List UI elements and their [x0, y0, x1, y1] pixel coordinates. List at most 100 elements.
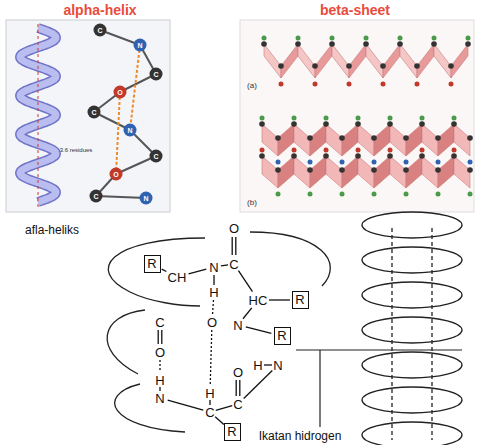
- sheet-segment: [422, 124, 438, 156]
- substituent-box: R: [224, 423, 241, 441]
- backbone-atom: [451, 153, 457, 159]
- backbone-atom: [435, 167, 441, 173]
- ball-stick-model: [88, 24, 163, 205]
- backbone-atom: [435, 135, 441, 141]
- side-atom: [364, 36, 369, 41]
- helix-axis: [38, 24, 39, 208]
- panel-title: alpha-helix: [63, 3, 136, 17]
- backbone-atom: [451, 121, 457, 127]
- backbone-atom: [414, 63, 420, 69]
- coil-turn: [362, 387, 462, 413]
- backbone-atom: [387, 153, 393, 159]
- backbone-atom: [467, 135, 473, 141]
- backbone-atom: [403, 167, 409, 173]
- side-atom: [296, 36, 301, 41]
- atom-ball: [94, 24, 107, 37]
- atom-symbol: O: [207, 316, 217, 329]
- helix-outline: [107, 310, 145, 374]
- side-atom: [415, 82, 420, 87]
- sheet-segment: [278, 124, 294, 156]
- sheet-segment: [451, 44, 468, 78]
- atom-symbol: N: [137, 42, 142, 49]
- backbone-atom: [346, 63, 352, 69]
- chemical-bond: [189, 269, 207, 274]
- chemical-bond: [238, 271, 252, 292]
- side-atom: [452, 148, 457, 153]
- side-atom: [404, 192, 409, 197]
- sheet-segment: [262, 156, 278, 188]
- chemical-bond: [239, 380, 240, 396]
- side-atom: [260, 116, 265, 121]
- helix-outline: [108, 238, 205, 306]
- backbone-atom: [312, 63, 318, 69]
- chemical-bond: [243, 308, 252, 319]
- atom-ball: [150, 68, 163, 81]
- side-atom: [372, 192, 377, 197]
- side-atom: [276, 160, 281, 165]
- sheet-segment: [342, 124, 358, 156]
- coil-turn: [362, 247, 462, 273]
- atom-symbol: O: [233, 366, 243, 379]
- panel-letter: (a): [247, 82, 257, 90]
- substituent-box: R: [144, 255, 161, 273]
- atom-symbol: O: [113, 171, 118, 178]
- sheet-segment: [310, 156, 326, 188]
- atom-ball: [90, 190, 103, 203]
- backbone-atom: [323, 121, 329, 127]
- sheet-segment: [454, 124, 470, 156]
- side-atom: [356, 116, 361, 121]
- hydrogen-bond: [159, 360, 160, 372]
- atom-symbol: N: [233, 319, 242, 332]
- atom-ball: [134, 39, 147, 52]
- coil-turn: [362, 352, 462, 378]
- side-atom: [308, 160, 313, 165]
- atom-symbol: N: [155, 392, 164, 405]
- backbone-atom: [275, 135, 281, 141]
- chemical-bonds: [158, 237, 290, 425]
- chemical-bond: [158, 330, 159, 344]
- sheet-segment: [366, 44, 383, 78]
- atom-ball: [114, 86, 127, 99]
- side-atom: [436, 192, 441, 197]
- sheet-segment: [406, 124, 422, 156]
- side-atom: [466, 36, 471, 41]
- hydrogen-bond: [212, 300, 214, 314]
- side-atom: [340, 160, 345, 165]
- panel-letter: (b): [247, 199, 257, 207]
- side-atom: [398, 36, 403, 41]
- side-atom: [347, 82, 352, 87]
- atom-symbol: N: [273, 359, 282, 372]
- side-atom: [313, 82, 318, 87]
- side-atom: [324, 116, 329, 121]
- backbone-atom: [419, 121, 425, 127]
- atom-symbol: H: [209, 286, 218, 299]
- sheet-segment: [438, 156, 454, 188]
- sheet-segment: [349, 44, 366, 78]
- hydrogen-bond-line: [391, 228, 392, 440]
- side-atom: [432, 36, 437, 41]
- side-atom: [356, 148, 361, 153]
- backbone-atom: [355, 121, 361, 127]
- leader-line: [296, 349, 462, 350]
- helix-outline: [115, 384, 185, 432]
- atom-symbol: C: [91, 109, 96, 116]
- backbone-atom: [387, 121, 393, 127]
- atom-symbol: H: [205, 387, 214, 400]
- atom-symbol: O: [229, 222, 239, 235]
- chemical-bond: [232, 237, 233, 255]
- side-atom: [388, 148, 393, 153]
- backbone-atom: [431, 41, 437, 47]
- atom-symbol: C: [93, 193, 98, 200]
- sheet-segment: [278, 156, 294, 188]
- sheet-segment: [294, 124, 310, 156]
- structure-title: afla-heliks: [25, 224, 79, 236]
- backbone-atom: [339, 167, 345, 173]
- atom-symbol: O: [155, 346, 165, 359]
- hydrogen-bond-line: [431, 228, 432, 440]
- chemical-bond: [244, 371, 273, 399]
- backbone-atom: [355, 153, 361, 159]
- backbone-atom: [448, 63, 454, 69]
- backbone-atom: [397, 41, 403, 47]
- backbone-atom: [363, 41, 369, 47]
- hydrogen-bond: [116, 92, 120, 174]
